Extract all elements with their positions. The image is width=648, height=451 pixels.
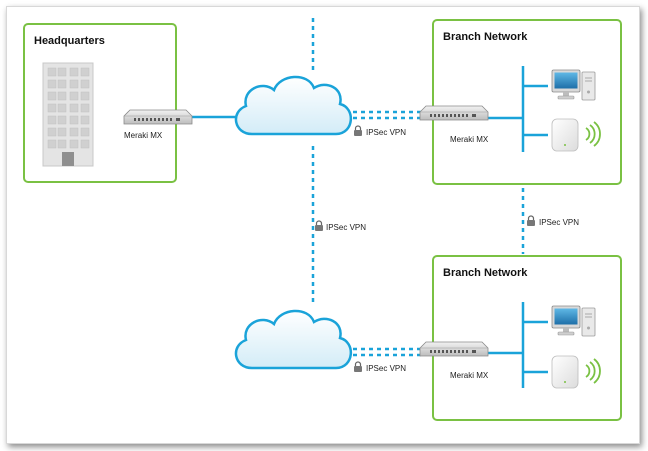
router-icon-branch-top (419, 105, 489, 121)
hq-device-label: Meraki MX (124, 131, 163, 140)
branch-bottom-title: Branch Network (443, 267, 528, 279)
computer-icon-top (551, 69, 596, 101)
vpn-label-top: IPSec VPN (366, 128, 406, 137)
lock-icon (353, 361, 363, 373)
cloud-icon-bottom (234, 309, 353, 370)
branch-bottom-device-label: Meraki MX (450, 371, 489, 380)
branch-top-box (432, 19, 622, 185)
branch-top-title: Branch Network (443, 31, 528, 43)
headquarters-title: Headquarters (34, 35, 105, 47)
router-icon-branch-bottom (419, 341, 489, 357)
wifi-signal-icon-bottom (585, 358, 601, 384)
lock-icon (314, 220, 324, 232)
computer-icon-bottom (551, 305, 596, 337)
router-icon-hq (123, 109, 193, 125)
vpn-label-bottom: IPSec VPN (366, 364, 406, 373)
branch-top-device-label: Meraki MX (450, 135, 489, 144)
branch-bottom-box (432, 255, 622, 421)
access-point-icon-top (551, 118, 579, 152)
lock-icon (353, 125, 363, 137)
vpn-links (311, 18, 525, 357)
vpn-label-right: IPSec VPN (539, 218, 579, 227)
wifi-signal-icon-top (585, 121, 601, 147)
solid-links (192, 66, 548, 388)
cloud-icon-top (234, 75, 353, 136)
vpn-label-middle: IPSec VPN (326, 223, 366, 232)
building-icon (42, 62, 94, 167)
headquarters-box (23, 23, 177, 183)
lock-icon (526, 215, 536, 227)
access-point-icon-bottom (551, 355, 579, 389)
